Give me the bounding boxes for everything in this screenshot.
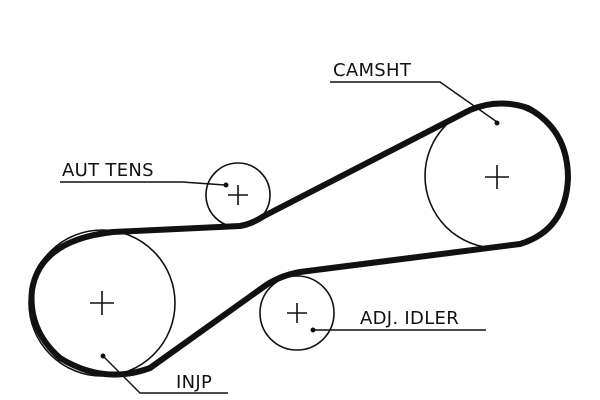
auto-tensioner-leader <box>60 181 229 188</box>
injection-pump-leader <box>100 353 228 394</box>
camshaft-center-mark <box>485 165 509 189</box>
adjustable-idler-center-mark <box>287 303 307 323</box>
camshaft-label: CAMSHT <box>333 60 412 81</box>
injection-pump-center-mark <box>90 291 114 315</box>
auto-tensioner-label: AUT TENS <box>62 160 154 181</box>
auto-tensioner-center-mark <box>228 185 248 205</box>
camshaft-leader <box>330 81 500 126</box>
injection-pump-label: INJP <box>176 372 212 393</box>
timing-belt <box>28 100 571 378</box>
adjustable-idler-leader <box>310 327 486 333</box>
adjustable-idler-label: ADJ. IDLER <box>360 308 459 329</box>
